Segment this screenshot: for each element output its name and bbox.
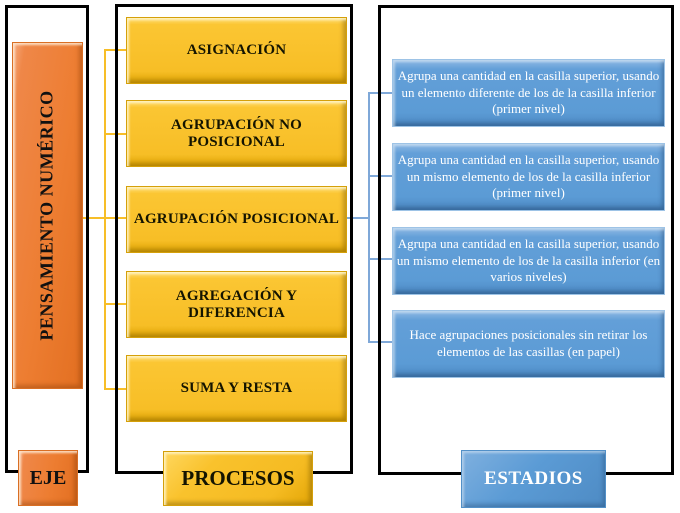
- blue-trunk-line: [368, 92, 370, 343]
- process-box-agrupacion-no-posicional: AGRUPACIÓN NO POSICIONAL: [126, 100, 347, 167]
- axis-label: PENSAMIENTO NUMÉRICO: [37, 90, 57, 341]
- process-label: ASIGNACIÓN: [186, 42, 287, 58]
- estadio-text: Agrupa una cantidad en la casilla superi…: [396, 235, 661, 285]
- eje-footer-label: EJE: [29, 466, 67, 489]
- process-label: AGRUPACIÓN NO POSICIONAL: [170, 116, 303, 150]
- estadios-footer-box: ESTADIOS: [461, 450, 606, 508]
- process-box-agregacion-y-diferencia: AGREGACIÓN Y DIFERENCIA: [126, 271, 347, 338]
- process-box-asignacion: ASIGNACIÓN: [126, 17, 347, 84]
- estadio-text: Hace agrupaciones posicionales sin retir…: [409, 327, 648, 359]
- estadio-box-3: Agrupa una cantidad en la casilla superi…: [392, 227, 665, 295]
- process-label: AGRUPACIÓN POSICIONAL: [133, 211, 340, 227]
- eje-footer-box: EJE: [18, 450, 78, 506]
- procesos-footer-label: PROCESOS: [181, 466, 295, 490]
- gold-trunk-line: [104, 49, 106, 390]
- estadio-box-2: Agrupa una cantidad en la casilla superi…: [392, 143, 665, 211]
- estadio-text: Agrupa una cantidad en la casilla superi…: [397, 67, 660, 117]
- process-box-suma-y-resta: SUMA Y RESTA: [126, 355, 347, 422]
- procesos-footer-box: PROCESOS: [163, 451, 313, 506]
- axis-box: PENSAMIENTO NUMÉRICO: [12, 42, 83, 389]
- estadio-box-4: Hace agrupaciones posicionales sin retir…: [392, 310, 665, 378]
- gold-main-feed-line: [83, 217, 126, 219]
- blue-main-feed-line: [347, 217, 369, 219]
- process-label: SUMA Y RESTA: [180, 380, 293, 396]
- estadio-box-1: Agrupa una cantidad en la casilla superi…: [392, 59, 665, 127]
- process-box-agrupacion-posicional: AGRUPACIÓN POSICIONAL: [126, 186, 347, 253]
- process-label: AGREGACIÓN Y DIFERENCIA: [175, 287, 298, 321]
- estadios-footer-label: ESTADIOS: [484, 468, 583, 489]
- estadio-text: Agrupa una cantidad en la casilla superi…: [397, 151, 660, 201]
